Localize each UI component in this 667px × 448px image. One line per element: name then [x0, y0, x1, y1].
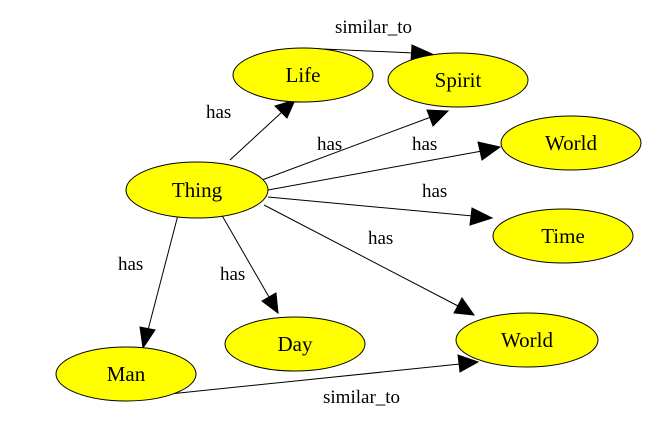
edge-thing-day — [219, 211, 279, 315]
node-label-spirit: Spirit — [435, 68, 482, 92]
node-world-bottom: World — [455, 312, 599, 368]
node-thing: Thing — [125, 161, 269, 219]
node-time: Time — [492, 208, 634, 264]
edge-label-thing-day: has — [220, 264, 245, 285]
node-label-man: Man — [107, 362, 146, 386]
edge-thing-time — [267, 196, 494, 226]
edge-label-thing-world-bottom: has — [368, 228, 393, 249]
edge-label-thing-life: has — [206, 102, 231, 123]
node-world-top: World — [500, 115, 642, 171]
node-label-thing: Thing — [172, 178, 223, 202]
edge-thing-life — [229, 99, 296, 161]
node-day: Day — [224, 316, 366, 372]
node-man: Man — [55, 346, 197, 402]
edge-label-life-spirit: similar_to — [335, 17, 412, 38]
node-spirit: Spirit — [387, 52, 529, 108]
edge-thing-world-top — [267, 141, 502, 191]
node-label-world-bottom: World — [501, 328, 553, 352]
edge-label-man-world-bottom: similar_to — [323, 387, 400, 408]
node-label-day: Day — [278, 332, 313, 356]
node-life: Life — [232, 47, 374, 103]
node-label-time: Time — [541, 224, 585, 248]
edge-label-thing-spirit: has — [317, 134, 342, 155]
node-label-world-top: World — [545, 131, 597, 155]
edge-label-thing-world-top: has — [412, 134, 437, 155]
node-label-life: Life — [286, 63, 321, 87]
edge-label-thing-time: has — [422, 181, 447, 202]
edge-thing-spirit — [261, 109, 450, 181]
edge-man-world-bottom — [159, 354, 480, 396]
edge-thing-world-bottom — [263, 204, 476, 316]
edge-label-thing-man: has — [118, 254, 143, 275]
edge-thing-man — [139, 214, 179, 350]
